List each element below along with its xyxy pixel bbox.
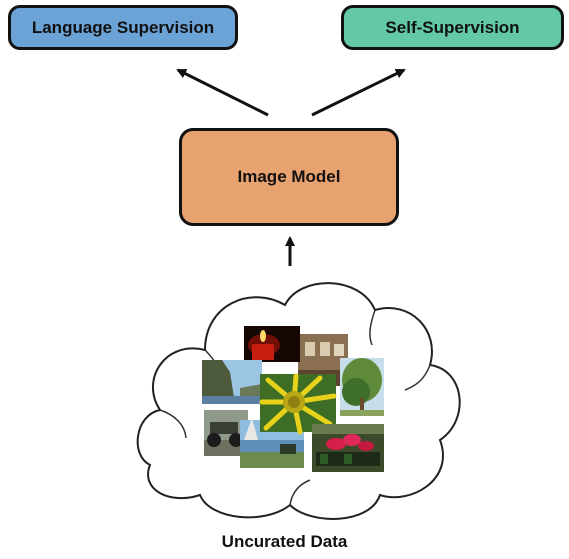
self-supervision-label: Self-Supervision bbox=[385, 17, 520, 37]
yellow-flower-photo bbox=[259, 373, 337, 435]
candle-photo bbox=[244, 326, 300, 362]
arrow-to-language-supervision bbox=[176, 68, 269, 117]
language-supervision-label: Language Supervision bbox=[31, 17, 215, 37]
red-flowers-photo bbox=[312, 424, 384, 472]
image-model-label: Image Model bbox=[237, 167, 341, 186]
tree-photo bbox=[340, 358, 384, 416]
coastal-cliff-photo bbox=[202, 360, 262, 404]
language-supervision-box: Language Supervision bbox=[8, 5, 238, 50]
image-model-box: Image Model bbox=[179, 128, 399, 226]
arrow-to-self-supervision bbox=[311, 68, 406, 117]
uncurated-data-caption: Uncurated Data bbox=[221, 532, 348, 551]
self-supervision-box: Self-Supervision bbox=[341, 5, 564, 50]
